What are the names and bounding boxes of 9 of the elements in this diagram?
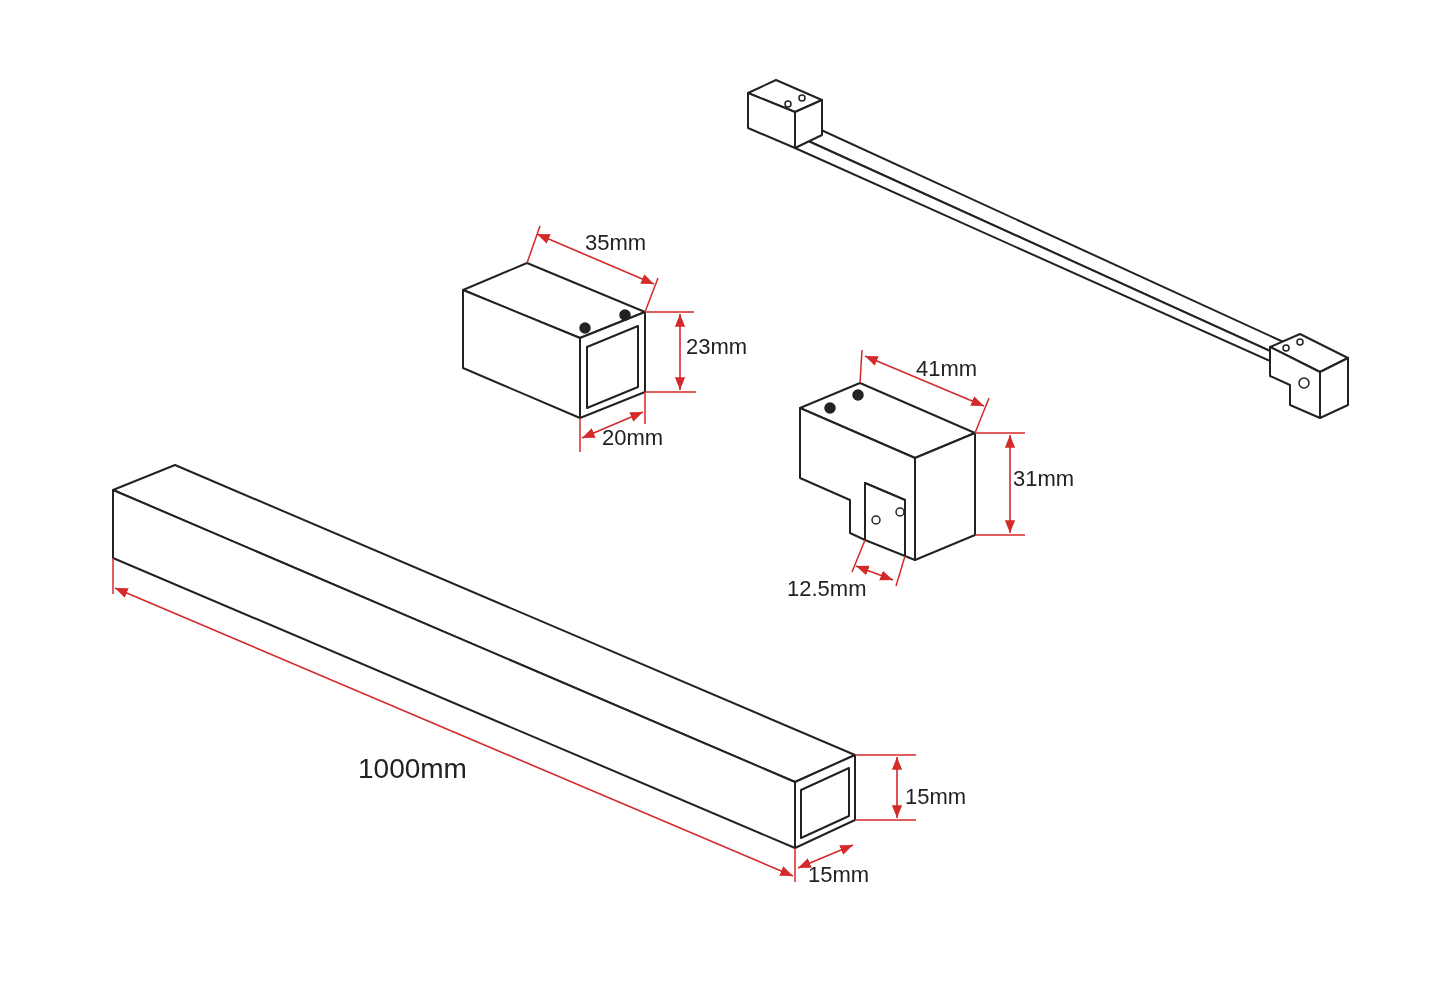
dimension-label: 31mm — [1013, 468, 1075, 490]
dimension-label: 20mm — [602, 427, 664, 449]
dimension-label: 1000mm — [358, 755, 467, 783]
dimension-label: 23mm — [686, 336, 748, 358]
dimension-label: 15mm — [905, 786, 967, 808]
dimension-label: 15mm — [808, 864, 870, 886]
dimension-label: 41mm — [916, 358, 978, 380]
dimension-label: 35mm — [585, 232, 647, 254]
dimension-label: 12.5mm — [787, 578, 867, 600]
